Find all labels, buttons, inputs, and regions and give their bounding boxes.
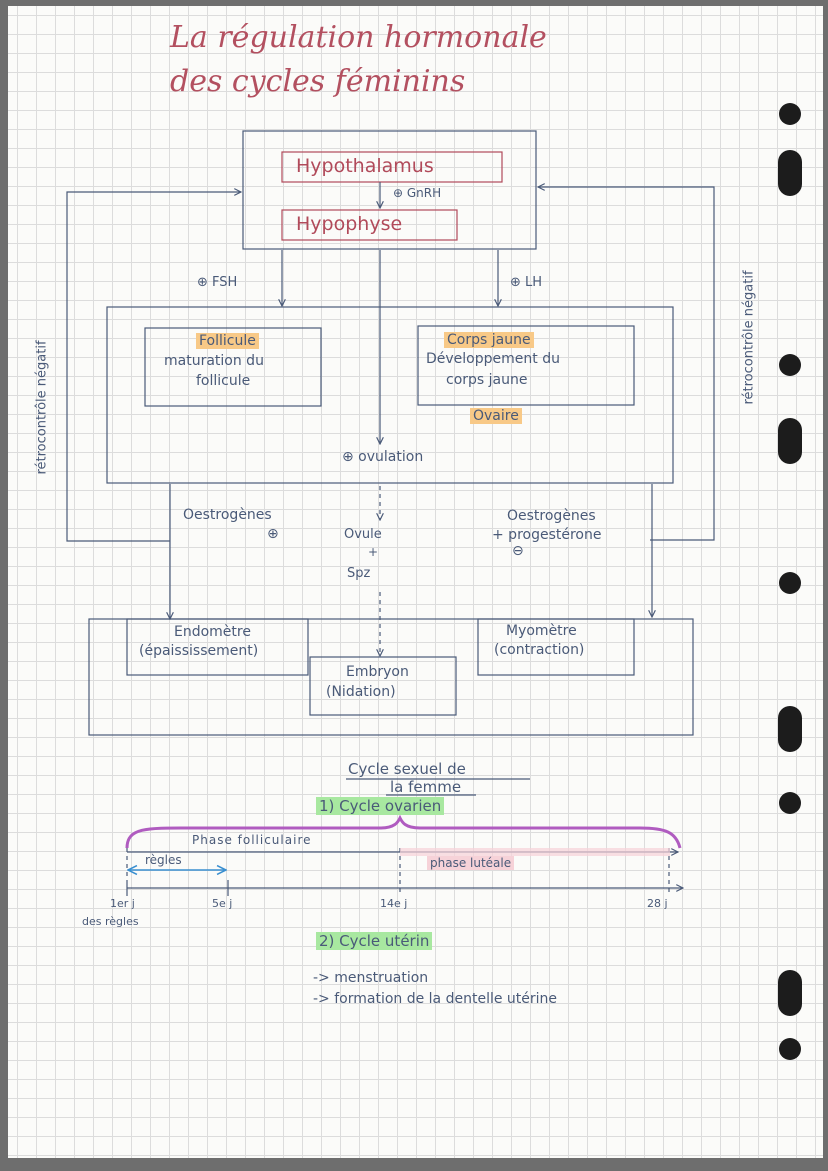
regles-label: règles	[145, 853, 182, 867]
tick-28-j: 28 j	[647, 897, 668, 910]
myometrium-box	[477, 618, 635, 676]
tick-1er-j-sub: des règles	[82, 915, 139, 928]
uterus-box	[88, 618, 694, 736]
myometre-desc: (contraction)	[494, 642, 585, 658]
binder-hole	[779, 572, 801, 594]
ovaire-label: Ovaire	[470, 408, 522, 424]
corps-jaune-desc-1: Développement du	[426, 351, 560, 367]
hypothalamus-label: Hypothalamus	[296, 155, 434, 177]
hypophyse-label: Hypophyse	[296, 213, 403, 235]
follicule-title: Follicule	[196, 333, 259, 349]
retro-right-label: rétrocontrôle négatif	[741, 270, 757, 405]
tick-5e-j: 5e j	[212, 897, 233, 910]
notebook-page	[8, 6, 823, 1158]
page-title-line2: des cycles féminins	[170, 64, 466, 99]
tick-14e-j: 14e j	[380, 897, 408, 910]
endometre-label: Endomètre	[174, 624, 251, 640]
phase-folliculaire-label: Phase folliculaire	[192, 833, 312, 847]
oestrogenes-right: Oestrogènes	[507, 508, 596, 524]
endometrium-box	[126, 618, 309, 676]
ovary-box	[106, 306, 674, 484]
uterine-item-1: -> menstruation	[313, 970, 429, 986]
follicule-desc-2: follicule	[196, 373, 251, 389]
plus-label: +	[368, 545, 379, 559]
lh-label: ⊕ LH	[510, 275, 543, 290]
oestrogenes-left: Oestrogènes	[183, 507, 272, 523]
binder-hole	[779, 103, 801, 125]
hypophyse-box	[281, 209, 458, 241]
uterine-cycle-heading: 2) Cycle utérin	[316, 932, 433, 950]
gnrh-label: ⊕ GnRH	[393, 186, 442, 200]
ovulation-label: ⊕ ovulation	[342, 449, 424, 465]
ovule-label: Ovule	[344, 527, 382, 542]
ovarian-cycle-heading: 1) Cycle ovarien	[316, 797, 445, 815]
corps-jaune-title: Corps jaune	[444, 332, 534, 348]
retro-left-label: rétrocontrôle négatif	[34, 340, 50, 475]
hypothalamus-box	[281, 151, 503, 183]
pituitary-box	[242, 130, 537, 250]
tick-1er-j: 1er j	[110, 897, 135, 910]
binder-hole	[779, 354, 801, 376]
follicule-desc-1: maturation du	[164, 353, 264, 369]
binder-hole	[778, 970, 802, 1016]
minus-sign: ⊖	[512, 543, 524, 559]
binder-hole	[779, 1038, 801, 1060]
feedback-right	[538, 187, 715, 541]
corpus-luteum-box	[417, 325, 635, 406]
binder-hole	[778, 150, 802, 196]
cycle-heading-1: Cycle sexuel de	[348, 760, 466, 778]
nidation-label: (Nidation)	[326, 684, 396, 700]
binder-hole	[778, 418, 802, 464]
progesterone-label: + progestérone	[492, 527, 602, 543]
embryon-label: Embryon	[346, 664, 409, 680]
endometre-desc: (épaississement)	[139, 643, 259, 659]
fsh-label: ⊕ FSH	[197, 275, 238, 290]
embryo-box	[309, 656, 457, 716]
cycle-brace	[125, 814, 682, 849]
phase-luteale-label: phase lutéale	[427, 856, 515, 870]
spz-label: Spz	[347, 566, 371, 581]
feedback-left	[66, 192, 241, 542]
corps-jaune-desc-2: corps jaune	[446, 372, 528, 388]
binder-hole	[778, 706, 802, 752]
binder-hole	[779, 792, 801, 814]
myometre-label: Myomètre	[506, 623, 577, 639]
uterine-item-2: -> formation de la dentelle utérine	[313, 991, 558, 1007]
page-title-line1: La régulation hormonale	[170, 20, 547, 55]
follicle-box	[144, 327, 322, 407]
plus-sign: ⊕	[267, 526, 279, 542]
cycle-heading-2: la femme	[390, 778, 462, 796]
